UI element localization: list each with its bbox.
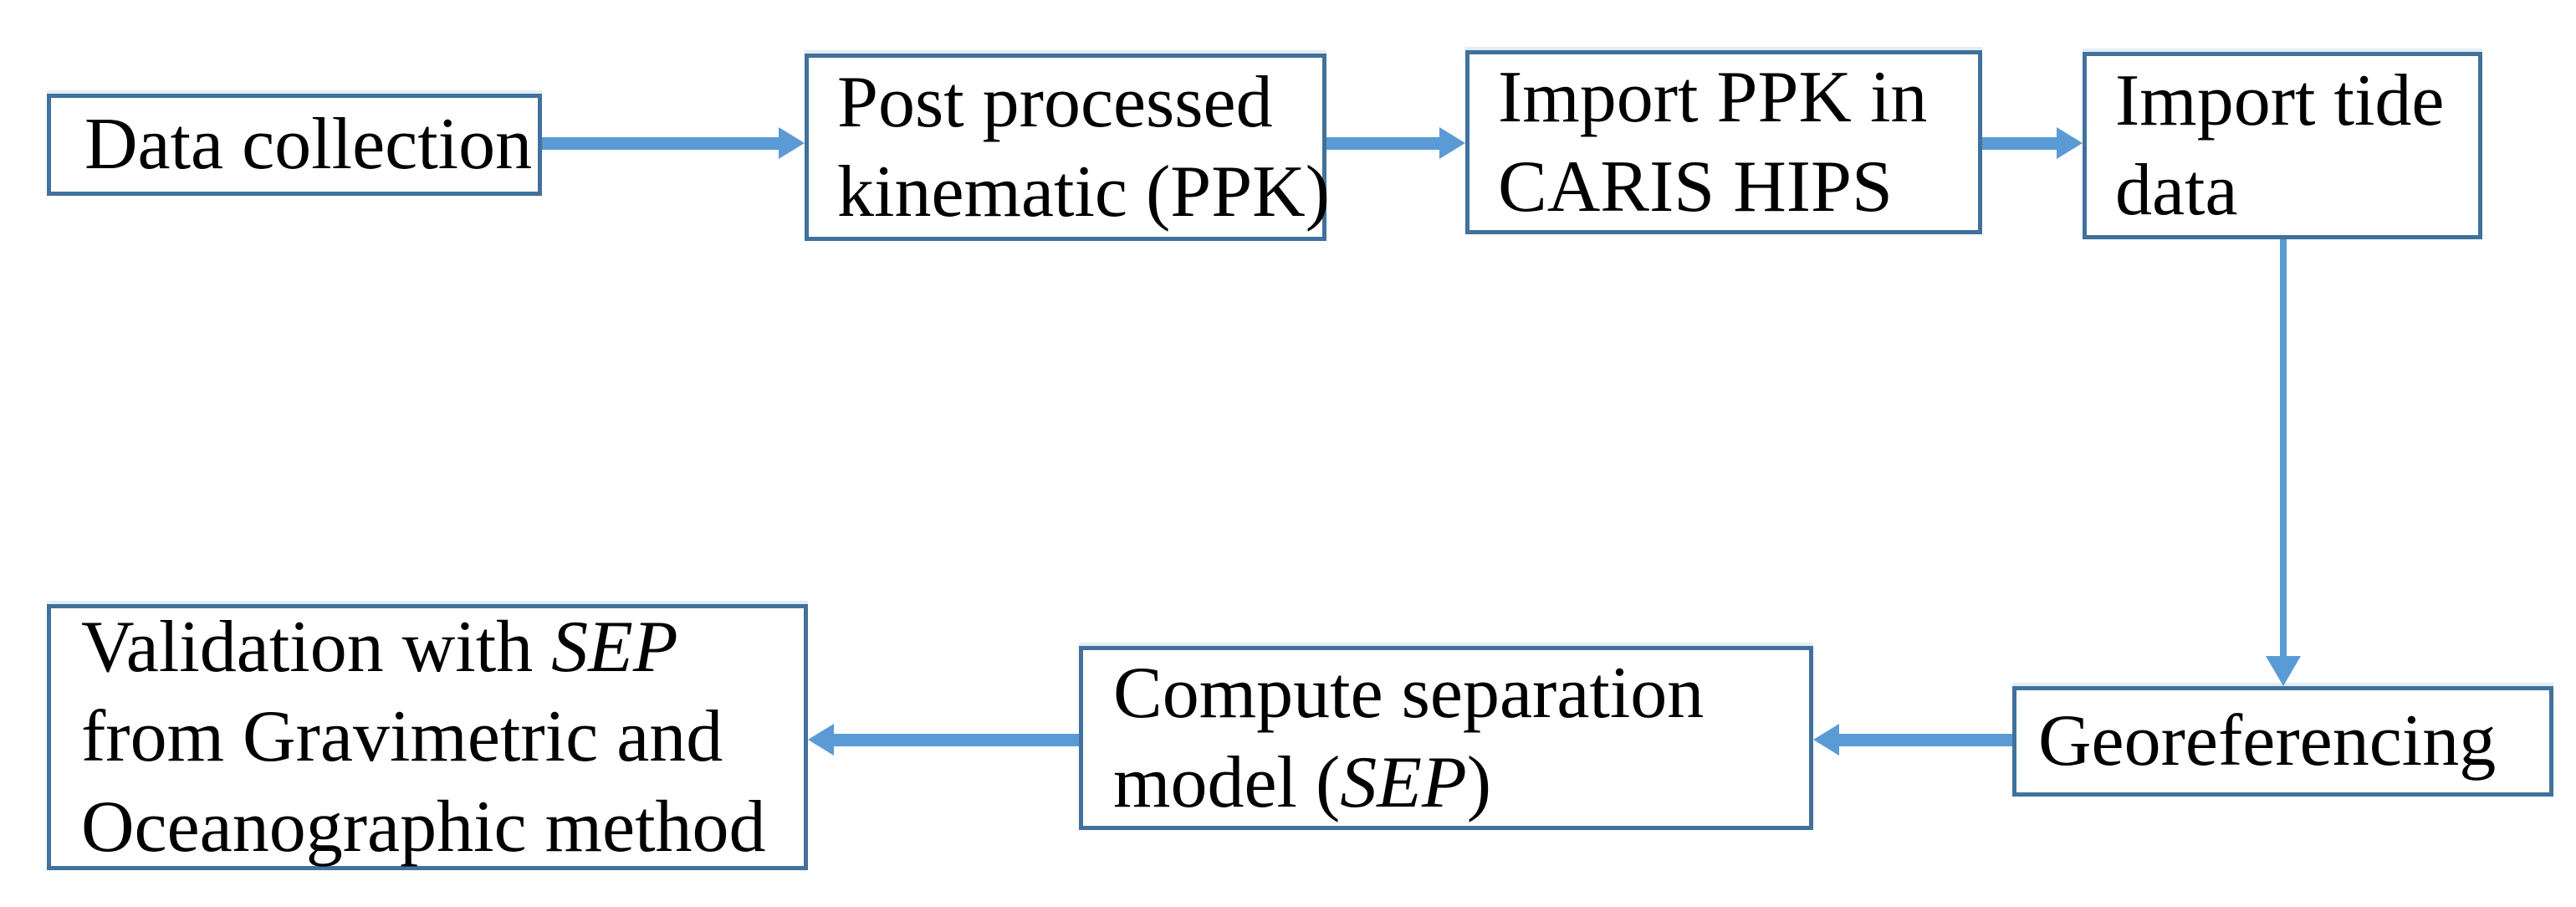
box-label-line: Data collection (84, 104, 533, 186)
box-label-line: Compute separation (1113, 652, 1705, 734)
flow-box-import-ppk-caris-hips: Import PPK in CARIS HIPS (1465, 50, 1982, 234)
box-label-line: Oceanographic method (81, 786, 766, 868)
box-label-line: Import PPK in (1498, 56, 1928, 138)
flow-box-georeferencing: Georeferencing (2012, 686, 2553, 797)
arrow-compute-to-validation-shaft (834, 734, 1079, 746)
arrow-import-to-tide-shaft (1982, 137, 2057, 150)
sep-acronym: SEP (1340, 742, 1467, 823)
flow-box-post-processed-kinematic: Post processed kinematic (PPK) (805, 54, 1331, 241)
flow-box-import-tide-data: Import tide data (2083, 52, 2482, 239)
box-label-line: Georeferencing (2038, 700, 2497, 782)
arrow-ppk-to-import-head (1439, 127, 1465, 159)
arrow-data-to-ppk-head (779, 127, 805, 159)
box-label-line: kinematic (PPK) (837, 151, 1331, 233)
arrow-import-to-tide-head (2057, 127, 2083, 159)
box-label-line: from Gravimetric and (81, 696, 723, 778)
box-label-line: model (SEP) (1113, 742, 1492, 823)
flow-box-compute-separation-model: Compute separation model (SEP) (1079, 646, 1813, 830)
arrow-georef-to-compute-head (1813, 724, 1839, 756)
arrow-compute-to-validation-head (808, 724, 834, 756)
box-label-line: Post processed (837, 61, 1273, 143)
arrow-georef-to-compute-shaft (1839, 734, 2012, 746)
flow-box-data-collection: Data collection (47, 94, 542, 196)
sep-acronym: SEP (551, 606, 678, 688)
box-label-line: CARIS HIPS (1498, 146, 1893, 228)
box-label-line: data (2115, 150, 2238, 231)
arrow-data-to-ppk-shaft (542, 137, 779, 150)
arrow-ppk-to-import-shaft (1326, 137, 1439, 150)
box-label-line: Validation with SEP (81, 606, 678, 688)
box-label-line: Import tide (2115, 59, 2445, 141)
arrow-tide-to-georef-head (2266, 656, 2301, 686)
arrow-tide-to-georef-shaft (2280, 239, 2287, 656)
flow-box-validation: Validation with SEP from Gravimetric and… (47, 604, 808, 870)
